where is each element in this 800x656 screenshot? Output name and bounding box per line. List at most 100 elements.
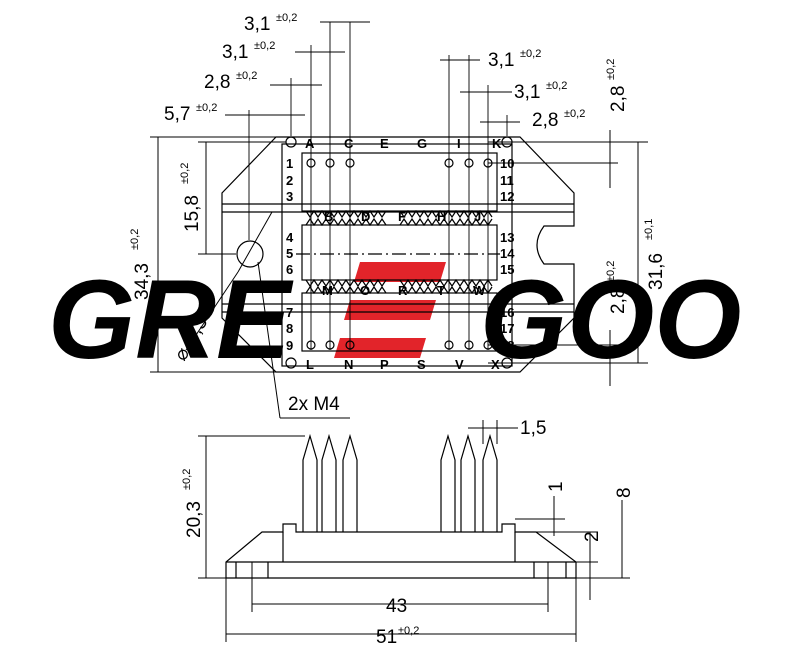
pin-letters-row2: B D F H J — [324, 209, 481, 224]
dim-tolerance: ±0,2 — [179, 163, 191, 184]
mounting-hole — [236, 240, 264, 268]
dim-height-tolerance: ±0,2 — [181, 469, 193, 490]
pin-label: E — [380, 136, 389, 151]
pin-label: I — [457, 136, 461, 151]
pin-number: 14 — [500, 246, 515, 261]
top-view-reference-lines — [248, 22, 508, 350]
dim-label: 3,1 — [488, 50, 514, 71]
pin-number: 5 — [286, 246, 293, 261]
pin-label: B — [324, 209, 333, 224]
top-view-body — [221, 136, 575, 373]
pin-number: 1 — [286, 156, 293, 171]
dim-3-1-d: 3,1 ±0,2 — [514, 80, 567, 103]
dim-3-1-b: 3,1 ±0,2 — [222, 40, 275, 63]
watermark-text-left: GRE — [48, 257, 294, 382]
dim-right-2-8-top: 2,8 ±0,2 — [605, 59, 629, 112]
pin-label: V — [455, 357, 464, 372]
pin-number: 2 — [286, 173, 293, 188]
pin-number: 11 — [500, 173, 514, 188]
pin-numbers-left: 1 2 3 4 5 6 7 8 9 — [286, 156, 294, 353]
pin-letters-row3: M O R T W — [322, 283, 486, 298]
dim-label: 2,8 — [608, 288, 629, 314]
pin-number: 17 — [500, 321, 514, 336]
dim-tolerance: ±0,2 — [605, 261, 617, 282]
pin-label: X — [491, 357, 500, 372]
dim-tolerance: ±0,2 — [236, 70, 257, 82]
pin-label: A — [305, 136, 315, 151]
pin-number: 10 — [500, 156, 514, 171]
pin-label: K — [492, 136, 502, 151]
dim-width-inner: 43 — [386, 596, 407, 617]
pin-label: F — [398, 209, 406, 224]
dim-tolerance: ±0,2 — [129, 229, 141, 250]
dim-width-total: 51 — [376, 627, 397, 648]
dim-step-2: 2 — [582, 531, 603, 542]
pin-label: M — [322, 283, 333, 298]
dim-label: 2,8 — [608, 86, 629, 112]
pin-label: C — [344, 136, 354, 151]
dim-label: 2,8 — [204, 72, 230, 93]
watermark: GRE GOO — [48, 257, 741, 382]
side-view-dimension-lines — [198, 420, 630, 642]
dim-label: 3,1 — [244, 14, 270, 35]
dim-label: 15,8 — [182, 195, 203, 232]
pin-number: 9 — [286, 338, 293, 353]
dim-tolerance: ±0,2 — [605, 59, 617, 80]
pin-label: S — [417, 357, 426, 372]
pin-number: 15 — [500, 262, 514, 277]
pin-label: O — [360, 283, 370, 298]
pin-number: 4 — [286, 230, 294, 245]
dim-2-8-a: 2,8 ±0,2 — [204, 70, 257, 93]
pin-number: 6 — [286, 262, 293, 277]
pin-number: 8 — [286, 321, 293, 336]
dim-tolerance: ±0,1 — [643, 219, 655, 240]
side-dimension-labels: 1,5 20,3 ±0,2 1 2 8 43 51 ±0,2 — [181, 418, 635, 648]
pin-number: 16 — [500, 305, 514, 320]
pin-number: 3 — [286, 189, 293, 204]
dim-right-31-6: 31,6 ±0,1 — [643, 219, 667, 290]
dim-tolerance: ±0,2 — [276, 12, 297, 24]
pin-numbers-right: 10 11 12 13 14 15 16 17 18 — [500, 156, 515, 353]
pin-number: 12 — [500, 189, 514, 204]
dim-step-8: 8 — [614, 487, 635, 498]
dim-right-2-8-bottom: 2,8 ±0,2 — [605, 261, 629, 314]
dim-tolerance: ±0,2 — [254, 40, 275, 52]
dim-label: 3,1 — [222, 42, 248, 63]
pin-label: N — [344, 357, 353, 372]
dim-width-total-tolerance: ±0,2 — [398, 625, 419, 637]
pin-label: G — [417, 136, 427, 151]
dim-height: 20,3 — [184, 501, 205, 538]
pin-number: 7 — [286, 305, 293, 320]
pin-label: R — [398, 283, 408, 298]
dim-pin-pitch: 1,5 — [520, 418, 546, 439]
pin-label: T — [437, 283, 445, 298]
pin-number: 18 — [500, 338, 514, 353]
left-dimension-lines — [150, 136, 350, 419]
dim-tolerance: ±0,2 — [196, 102, 217, 114]
dim-step-1: 1 — [546, 481, 567, 492]
dim-3-1-a: 3,1 ±0,2 — [244, 12, 297, 35]
pin-label: P — [380, 357, 389, 372]
pin-label: J — [474, 209, 481, 224]
right-dimension-lines — [488, 130, 648, 386]
watermark-red-e — [334, 262, 446, 358]
top-dimension-lines — [225, 21, 520, 123]
dim-tolerance: ±0,2 — [564, 108, 585, 120]
dim-label: 34,3 — [132, 263, 153, 300]
pin-number: 13 — [500, 230, 514, 245]
pin-label: L — [306, 357, 314, 372]
pin-letters-top: A C E G I K — [305, 136, 502, 151]
side-view-pins — [302, 433, 498, 532]
dim-label: 2,8 — [532, 110, 558, 131]
dim-label: 31,6 — [646, 253, 667, 290]
pin-label: W — [473, 283, 486, 298]
pin-letters-bottom: L N P S V X — [306, 357, 500, 372]
dim-3-1-c: 3,1 ±0,2 — [488, 48, 541, 71]
pin-label: D — [361, 209, 370, 224]
side-view-body — [225, 523, 577, 579]
dim-34-3: 34,3 ±0,2 — [129, 229, 153, 300]
dim-label: 3,1 — [514, 82, 540, 103]
pin-label: H — [437, 209, 446, 224]
dim-15-8: 15,8 ±0,2 — [179, 163, 203, 232]
